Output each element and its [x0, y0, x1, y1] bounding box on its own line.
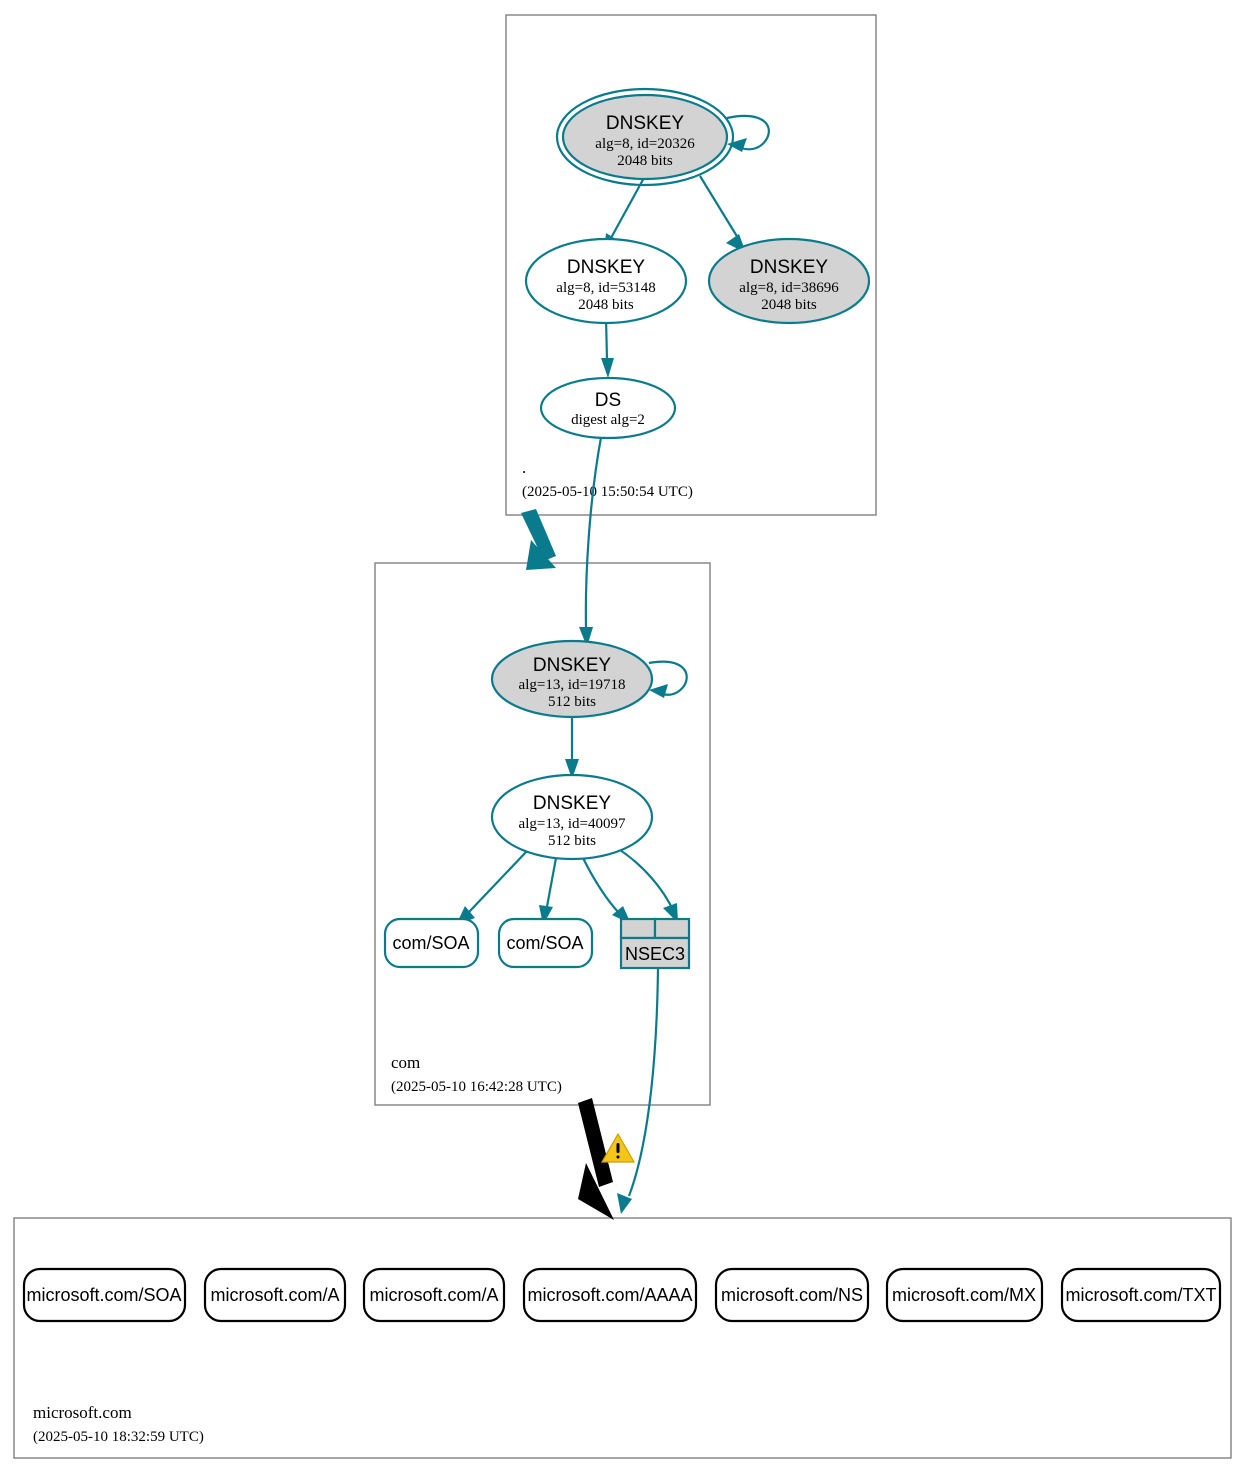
- dnskey-19718-alg: alg=13, id=19718: [519, 677, 626, 693]
- zone-microsoft: microsoft.com (2025-05-10 18:32:59 UTC): [13, 1217, 1232, 1459]
- ms-a-1-label: microsoft.com/A: [210, 1285, 339, 1305]
- node-ms-a-2[interactable]: microsoft.com/A: [362, 1267, 506, 1323]
- ms-ns-box: [714, 1267, 870, 1323]
- zone-microsoft-box: [13, 1217, 1232, 1459]
- ms-a-2-label: microsoft.com/A: [369, 1285, 498, 1305]
- zone-com-timestamp: (2025-05-10 16:42:28 UTC): [391, 1079, 562, 1095]
- nsec3-header-cell-left: [619, 917, 657, 940]
- node-ds-com[interactable]: DS digest alg=2: [539, 376, 677, 440]
- edge-ds-to-com-dnskey19718: [579, 431, 604, 647]
- nsec3-label: NSEC3: [625, 944, 685, 964]
- edge-nsec3-to-microsoft-zone: [617, 967, 660, 1214]
- dnskey-53148-bits: 2048 bits: [578, 297, 634, 313]
- ms-a-2-box: [362, 1267, 506, 1323]
- edge-dnskey53148-to-ds: [601, 317, 614, 378]
- delegation-root-to-com: [521, 509, 556, 570]
- ms-txt-label: microsoft.com/TXT: [1065, 1285, 1216, 1305]
- ds-com-ellipse: [539, 376, 677, 440]
- node-dnskey-38696[interactable]: DNSKEY alg=8, id=38696 2048 bits: [707, 237, 871, 325]
- ds-com-digest: digest alg=2: [571, 412, 645, 428]
- dnskey-19718-ellipse: [490, 639, 654, 719]
- delegation-com-to-microsoft: [578, 1098, 614, 1220]
- dnskey-38696-title: DNSKEY: [750, 257, 828, 278]
- zone-microsoft-label: microsoft.com: [33, 1403, 132, 1422]
- warning-triangle-icon: [600, 1132, 636, 1163]
- com-soa-1-label: com/SOA: [392, 933, 469, 953]
- nsec3-header-cell-right: [653, 917, 691, 940]
- dnskey-40097-bits: 512 bits: [548, 833, 596, 849]
- zone-microsoft-timestamp: (2025-05-10 18:32:59 UTC): [33, 1429, 204, 1445]
- dnskey-53148-title: DNSKEY: [567, 257, 645, 278]
- node-ms-aaaa[interactable]: microsoft.com/AAAA: [522, 1267, 698, 1323]
- nsec3-body-cell: [619, 936, 691, 970]
- ms-a-1-box: [203, 1267, 347, 1323]
- dnskey-40097-title: DNSKEY: [533, 793, 611, 814]
- dnskey-38696-ellipse: [707, 237, 871, 325]
- node-ms-soa[interactable]: microsoft.com/SOA: [22, 1267, 187, 1323]
- node-ms-txt[interactable]: microsoft.com/TXT: [1060, 1267, 1222, 1323]
- dnskey-53148-alg: alg=8, id=53148: [556, 280, 655, 296]
- dnskey-40097-ellipse: [490, 773, 654, 861]
- node-dnskey-53148[interactable]: DNSKEY alg=8, id=53148 2048 bits: [524, 237, 688, 325]
- ms-soa-label: microsoft.com/SOA: [26, 1285, 181, 1305]
- edge-dnskey19718-self-loop: [648, 660, 688, 698]
- ds-com-title: DS: [595, 390, 621, 411]
- ms-mx-box: [885, 1267, 1044, 1323]
- zone-root-timestamp: (2025-05-10 15:50:54 UTC): [522, 484, 693, 500]
- node-com-soa-2[interactable]: com/SOA: [497, 917, 594, 969]
- node-dnskey-19718[interactable]: DNSKEY alg=13, id=19718 512 bits: [490, 639, 654, 719]
- node-dnskey-40097[interactable]: DNSKEY alg=13, id=40097 512 bits: [490, 773, 654, 861]
- ms-soa-box: [22, 1267, 187, 1323]
- ms-txt-box: [1060, 1267, 1222, 1323]
- dnskey-19718-title: DNSKEY: [533, 655, 611, 676]
- com-soa-2-label: com/SOA: [506, 933, 583, 953]
- dnskey-20326-title: DNSKEY: [606, 113, 684, 134]
- dnskey-19718-bits: 512 bits: [548, 694, 596, 710]
- zone-root-label: .: [522, 458, 526, 477]
- ms-ns-label: microsoft.com/NS: [721, 1285, 863, 1305]
- node-dnskey-20326[interactable]: DNSKEY alg=8, id=20326 2048 bits: [555, 87, 735, 187]
- ms-aaaa-label: microsoft.com/AAAA: [527, 1285, 692, 1305]
- node-ms-mx[interactable]: microsoft.com/MX: [885, 1267, 1044, 1323]
- dnskey-20326-ellipse: [561, 93, 729, 181]
- dnskey-20326-bits: 2048 bits: [617, 153, 673, 169]
- dnskey-38696-bits: 2048 bits: [761, 297, 817, 313]
- edge-dnskey20326-self-loop: [726, 114, 770, 152]
- dnskey-53148-ellipse: [524, 237, 688, 325]
- com-soa-2-box: [497, 917, 594, 969]
- dnskey-20326-alg: alg=8, id=20326: [595, 136, 695, 152]
- com-soa-1-box: [383, 917, 480, 969]
- ms-mx-label: microsoft.com/MX: [892, 1285, 1036, 1305]
- trust-anchor-outer-ring: [555, 87, 735, 187]
- node-ms-a-1[interactable]: microsoft.com/A: [203, 1267, 347, 1323]
- ms-aaaa-box: [522, 1267, 698, 1323]
- dnskey-40097-alg: alg=13, id=40097: [519, 816, 626, 832]
- edge-dnskey19718-to-dnskey40097: [565, 716, 579, 779]
- node-nsec3[interactable]: NSEC3: [619, 917, 691, 970]
- zone-com-label: com: [391, 1053, 420, 1072]
- node-ms-ns[interactable]: microsoft.com/NS: [714, 1267, 870, 1323]
- dnskey-38696-alg: alg=8, id=38696: [739, 280, 839, 296]
- node-com-soa-1[interactable]: com/SOA: [383, 917, 480, 969]
